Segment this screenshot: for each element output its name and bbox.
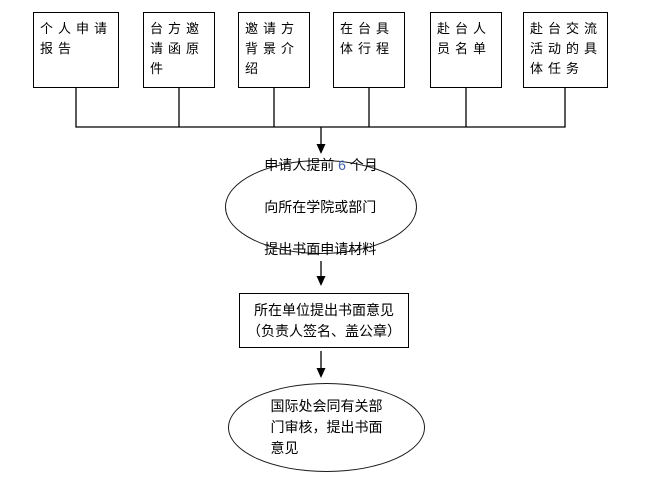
box-itinerary-in-taiwan-label: 在台具 体行程 bbox=[340, 21, 395, 56]
box-itinerary-in-taiwan: 在台具 体行程 bbox=[333, 12, 405, 88]
box-invitation-letter-original: 台方邀 请函原 件 bbox=[143, 12, 215, 88]
rect-unit-written-opinion: 所在单位提出书面意见 （负责人签名、盖公章） bbox=[239, 293, 409, 348]
step1-line1: 申请人提前 6 个月 bbox=[264, 155, 378, 176]
box-personal-application-report: 个人申请 报告 bbox=[33, 12, 119, 88]
box-personnel-list-label: 赴台人 员名单 bbox=[437, 21, 492, 56]
ellipse-international-office-review-label: 国际处会同有关部 门审核，提出书面 意见 bbox=[270, 398, 383, 456]
box-inviter-background: 邀请方 背景介 绍 bbox=[238, 12, 310, 88]
rect-unit-written-opinion-label: 所在单位提出书面意见 （负责人签名、盖公章） bbox=[247, 301, 401, 339]
arrow-3-head bbox=[316, 368, 326, 378]
box-personnel-list: 赴台人 员名单 bbox=[430, 12, 502, 88]
box-inviter-background-label: 邀请方 背景介 绍 bbox=[245, 21, 300, 76]
ellipse-submit-application-label: 申请人提前 6 个月 向所在学院或部门 提出书面申请材料 bbox=[264, 134, 378, 281]
box-specific-tasks: 赴台交流 活动的具 体任务 bbox=[523, 12, 608, 88]
box-invitation-letter-original-label: 台方邀 请函原 件 bbox=[150, 21, 205, 76]
step1-line1-suffix: 个月 bbox=[345, 156, 378, 173]
box-specific-tasks-label: 赴台交流 活动的具 体任务 bbox=[530, 21, 603, 76]
step1-line3: 提出书面申请材料 bbox=[264, 240, 377, 257]
ellipse-international-office-review: 国际处会同有关部 门审核，提出书面 意见 bbox=[228, 383, 425, 472]
ellipse-submit-application: 申请人提前 6 个月 向所在学院或部门 提出书面申请材料 bbox=[225, 157, 417, 257]
box-personal-application-report-label: 个人申请 报告 bbox=[40, 21, 113, 56]
step1-months-number: 6 bbox=[338, 156, 346, 173]
step1-line2: 向所在学院或部门 bbox=[264, 198, 377, 215]
arrow-1-head bbox=[316, 144, 326, 154]
arrow-2-head bbox=[316, 276, 326, 286]
step1-line1-prefix: 申请人提前 bbox=[264, 156, 339, 173]
